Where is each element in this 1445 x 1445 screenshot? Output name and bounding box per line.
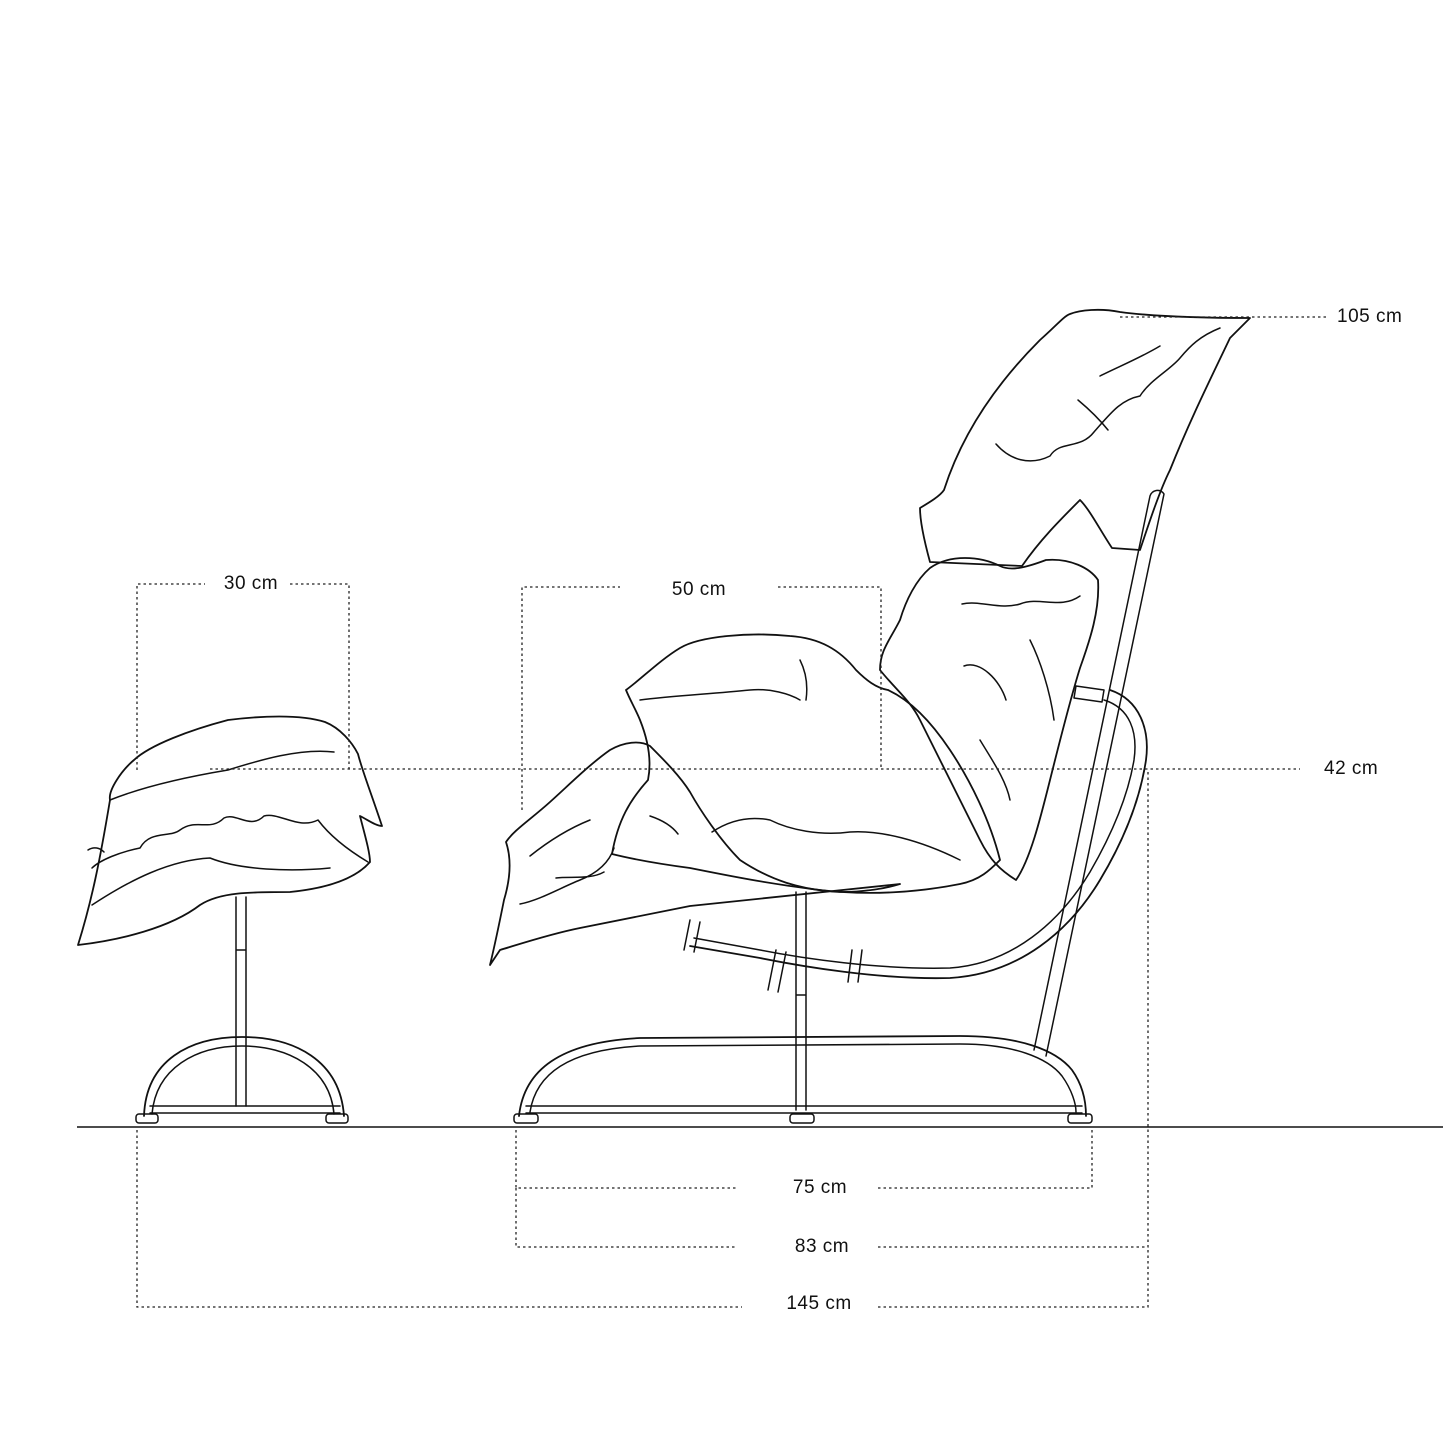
chair-length-bracket — [515, 770, 1149, 1248]
chair-seat-frame — [689, 689, 1148, 980]
chair-seat-cushion — [611, 633, 1001, 894]
dim-label-42: 42 cm — [1324, 758, 1379, 780]
ottoman-cushion — [77, 715, 383, 946]
ottoman-foot-left — [135, 1113, 159, 1124]
dim-label-30: 30 cm — [219, 573, 283, 595]
ottoman-cushion-fold-2 — [87, 750, 335, 906]
ottoman-cushion-fold — [91, 814, 369, 869]
chair-arm-connector — [1073, 685, 1105, 703]
chair-center-pole — [795, 891, 807, 1111]
chair-front-cushion-fold — [519, 819, 615, 905]
ottoman-pole — [235, 896, 247, 1107]
chair-seat-cushion-fold — [639, 659, 961, 861]
seat-depth-bracket — [521, 586, 882, 810]
ottoman-base-arch-inner — [151, 1045, 335, 1115]
chair-back-cushion-lower-fold — [961, 595, 1081, 801]
dim-label-83: 83 cm — [790, 1236, 854, 1258]
ottoman-depth-bracket — [136, 583, 350, 770]
chair-back-leg — [1033, 489, 1165, 1057]
chair-base-runner-inner — [529, 1043, 1077, 1113]
chair-front-cushion — [489, 741, 901, 966]
lounge-chair — [489, 308, 1251, 1124]
ottoman-foot-right — [325, 1113, 349, 1124]
chair-foot-front — [513, 1113, 539, 1124]
dim-label-75: 75 cm — [788, 1177, 852, 1199]
dimension-lines — [136, 316, 1326, 1308]
chair-back-cushion-lower — [879, 557, 1100, 881]
ottoman — [77, 715, 383, 1124]
chair-back-cushion-upper — [919, 308, 1251, 567]
ottoman-base-bar — [149, 1105, 341, 1114]
dim-label-145: 145 cm — [782, 1293, 856, 1315]
dim-label-50: 50 cm — [667, 579, 731, 601]
chair-seat-frame-inner — [693, 699, 1136, 969]
ottoman-base-arch — [143, 1036, 345, 1117]
base-length-bracket — [515, 1130, 1093, 1189]
chair-back-cushion-upper-fold — [995, 327, 1221, 462]
chair-foot-back — [1067, 1113, 1093, 1124]
chair-base-runner — [518, 1035, 1087, 1117]
chair-foot-middle — [789, 1113, 815, 1124]
total-length-bracket — [136, 1130, 1149, 1308]
chair-seat-struts — [683, 919, 863, 993]
chair-base-bar — [525, 1105, 1083, 1114]
dim-label-105: 105 cm — [1337, 306, 1403, 328]
